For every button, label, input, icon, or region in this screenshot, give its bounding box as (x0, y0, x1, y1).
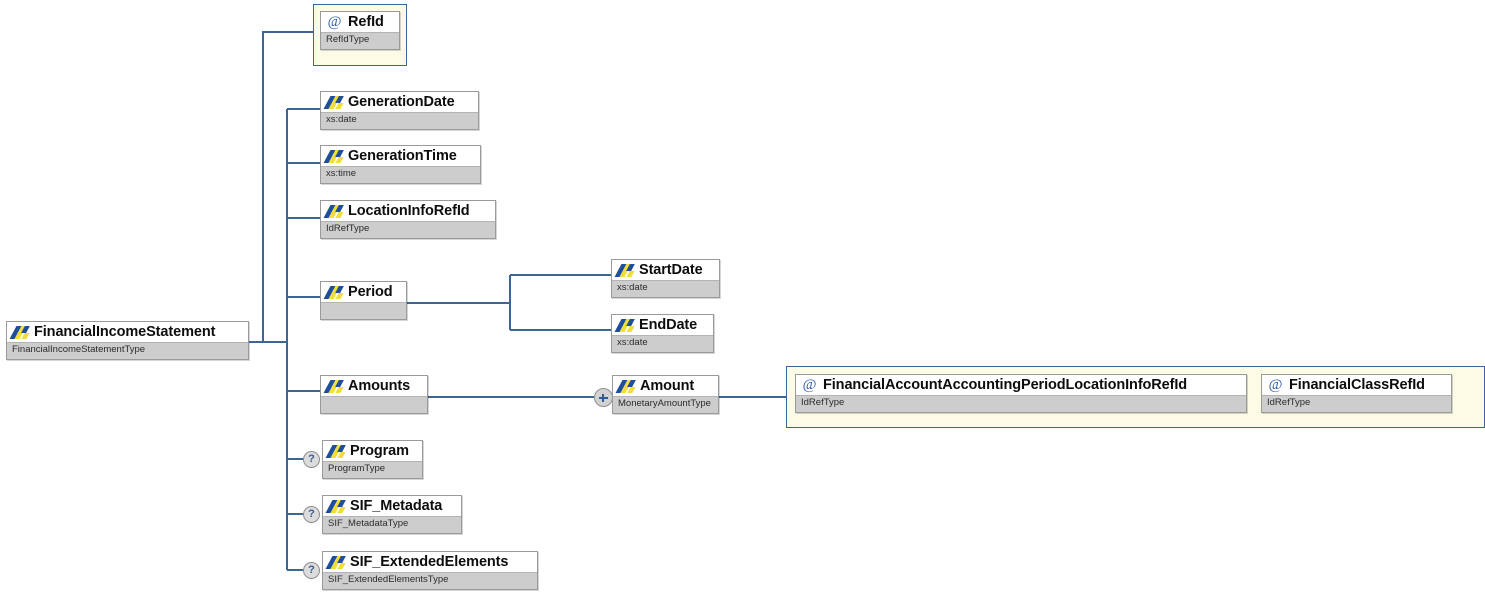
node-name-row: Amount (613, 376, 718, 396)
node-label: EndDate (639, 317, 698, 333)
element-icon (323, 380, 344, 393)
node-name-row: Program (323, 441, 422, 461)
node-type (321, 396, 427, 413)
attribute-at-icon: @ (1268, 377, 1283, 393)
optional-marker-label: ? (308, 453, 315, 465)
node-label: SIF_Metadata (350, 498, 443, 514)
node-type: SIF_ExtendedElementsType (323, 572, 537, 589)
element-icon (614, 319, 635, 332)
node-name-row: @ FinancialAccountAccountingPeriodLocati… (796, 375, 1246, 395)
node-sif-metadata[interactable]: SIF_Metadata SIF_MetadataType (322, 495, 462, 534)
node-type: ProgramType (323, 461, 422, 478)
node-amount[interactable]: Amount MonetaryAmountType (612, 375, 719, 414)
element-icon (325, 500, 346, 513)
node-label: LocationInfoRefId (348, 203, 470, 219)
node-period[interactable]: Period (320, 281, 407, 320)
node-financial-income-statement[interactable]: FinancialIncomeStatement FinancialIncome… (6, 321, 249, 360)
optional-marker-program: ? (303, 451, 320, 468)
node-name-row: LocationInfoRefId (321, 201, 495, 221)
node-name-row: EndDate (612, 315, 713, 335)
node-name-row: Period (321, 282, 406, 302)
node-label: GenerationDate (348, 94, 455, 110)
node-refid[interactable]: @ RefId RefIdType (320, 11, 400, 50)
attribute-at-icon: @ (327, 14, 342, 30)
optional-marker-label: ? (308, 508, 315, 520)
node-type: xs:date (612, 335, 713, 352)
node-label: FinancialIncomeStatement (34, 324, 216, 340)
node-label: Amount (640, 378, 695, 394)
node-name-row: FinancialIncomeStatement (7, 322, 248, 342)
node-generation-date[interactable]: GenerationDate xs:date (320, 91, 479, 130)
node-label: GenerationTime (348, 148, 457, 164)
element-icon (323, 150, 344, 163)
node-type: xs:date (612, 280, 719, 297)
node-type: IdRefType (1262, 395, 1451, 412)
node-type: xs:date (321, 112, 478, 129)
element-icon (325, 556, 346, 569)
node-program[interactable]: Program ProgramType (322, 440, 423, 479)
element-icon (323, 205, 344, 218)
element-icon (614, 264, 635, 277)
node-type: RefIdType (321, 32, 399, 49)
node-label: FinancialAccountAccountingPeriodLocation… (823, 377, 1188, 393)
node-start-date[interactable]: StartDate xs:date (611, 259, 720, 298)
node-name-row: @ FinancialClassRefId (1262, 375, 1451, 395)
node-label: SIF_ExtendedElements (350, 554, 509, 570)
node-financial-class-refid[interactable]: @ FinancialClassRefId IdRefType (1261, 374, 1452, 413)
node-type: IdRefType (321, 221, 495, 238)
node-label: StartDate (639, 262, 703, 278)
node-type: IdRefType (796, 395, 1246, 412)
node-label: FinancialClassRefId (1289, 377, 1425, 393)
node-name-row: Amounts (321, 376, 427, 396)
node-sif-extended-elements[interactable]: SIF_ExtendedElements SIF_ExtendedElement… (322, 551, 538, 590)
node-name-row: @ RefId (321, 12, 399, 32)
element-icon (323, 286, 344, 299)
node-label: Period (348, 284, 393, 300)
node-type: SIF_MetadataType (323, 516, 461, 533)
element-icon (9, 326, 30, 339)
optional-marker-label: ? (308, 564, 315, 576)
node-name-row: GenerationTime (321, 146, 480, 166)
node-location-info-refid[interactable]: LocationInfoRefId IdRefType (320, 200, 496, 239)
node-type (321, 302, 406, 319)
node-name-row: StartDate (612, 260, 719, 280)
node-label: RefId (348, 14, 384, 30)
node-type: MonetaryAmountType (613, 396, 718, 413)
node-label: Amounts (348, 378, 411, 394)
expand-plus-icon[interactable] (594, 388, 613, 407)
attribute-at-icon: @ (802, 377, 817, 393)
node-type: FinancialIncomeStatementType (7, 342, 248, 359)
node-name-row: SIF_ExtendedElements (323, 552, 537, 572)
element-icon (615, 380, 636, 393)
node-type: xs:time (321, 166, 480, 183)
node-name-row: GenerationDate (321, 92, 478, 112)
node-amounts[interactable]: Amounts (320, 375, 428, 414)
optional-marker-sif-metadata: ? (303, 506, 320, 523)
node-label: Program (350, 443, 409, 459)
element-icon (323, 96, 344, 109)
node-financial-account-accounting-period-location-info-refid[interactable]: @ FinancialAccountAccountingPeriodLocati… (795, 374, 1247, 413)
node-name-row: SIF_Metadata (323, 496, 461, 516)
node-generation-time[interactable]: GenerationTime xs:time (320, 145, 481, 184)
element-icon (325, 445, 346, 458)
node-end-date[interactable]: EndDate xs:date (611, 314, 714, 353)
optional-marker-sif-extended-elements: ? (303, 562, 320, 579)
